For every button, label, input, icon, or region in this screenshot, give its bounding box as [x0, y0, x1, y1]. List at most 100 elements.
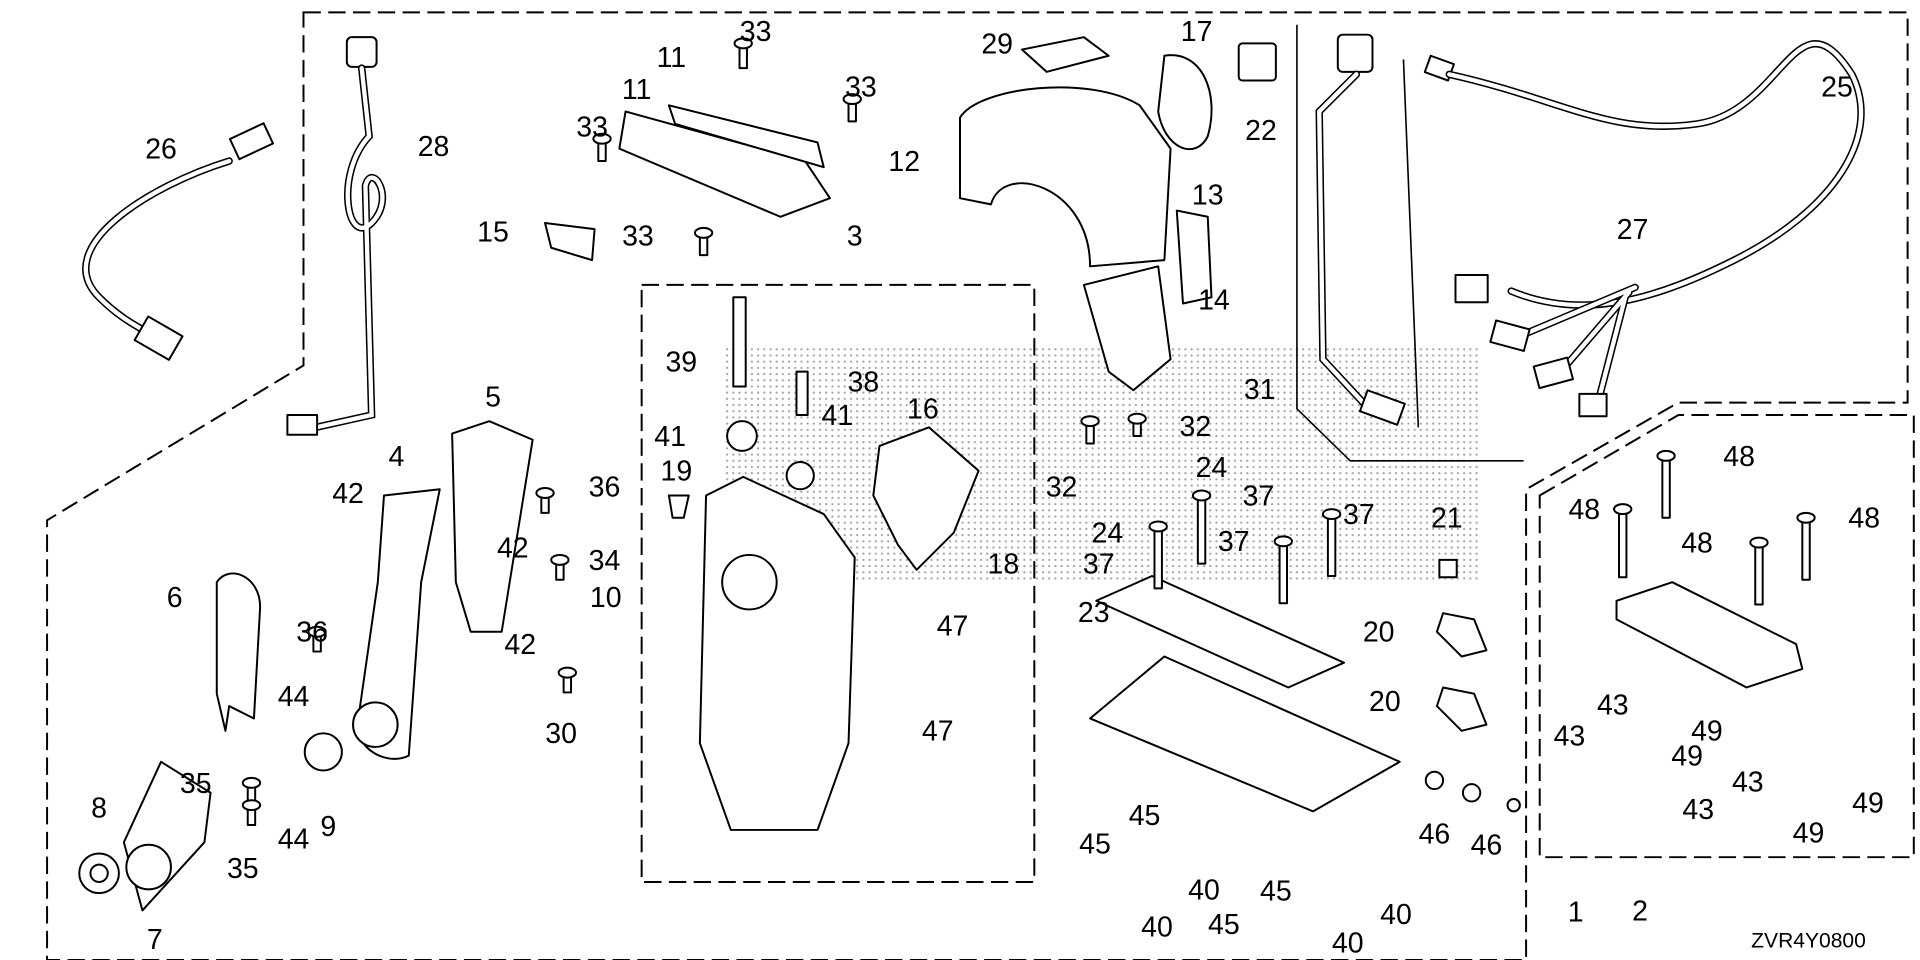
wire-harness-26	[82, 122, 275, 361]
callout-49: 49	[1691, 716, 1723, 748]
bolt	[1153, 525, 1163, 590]
callout-6: 6	[167, 582, 183, 614]
callout-37: 37	[1218, 526, 1250, 558]
callout-46: 46	[1419, 819, 1451, 851]
callout-49: 49	[1852, 788, 1884, 820]
bolt-head	[535, 487, 555, 499]
callout-24: 24	[1092, 518, 1124, 550]
bolt-head	[1656, 449, 1676, 462]
callout-28: 28	[418, 131, 450, 163]
callout-37: 37	[1243, 480, 1275, 512]
callout-45: 45	[1208, 909, 1240, 941]
callout-33: 33	[622, 220, 654, 252]
bolt-head	[1148, 520, 1168, 533]
bolt-head	[1321, 508, 1342, 521]
callout-11: 11	[657, 42, 687, 74]
bolt	[1754, 541, 1764, 606]
callout-48: 48	[1848, 503, 1880, 535]
bolt-head	[550, 553, 570, 566]
bolt	[1618, 508, 1628, 579]
fasteners	[241, 37, 1816, 826]
bolt	[1801, 516, 1811, 581]
callout-41: 41	[822, 400, 854, 432]
bolt-head	[241, 776, 262, 789]
bolt-head	[1273, 535, 1293, 548]
bolt	[1278, 540, 1289, 605]
bolt-head	[1080, 415, 1100, 428]
callout-26: 26	[145, 134, 177, 166]
callout-25: 25	[1821, 72, 1853, 104]
bolt-head	[241, 799, 262, 812]
callout-9: 9	[320, 811, 336, 843]
callout-33: 33	[576, 111, 608, 143]
callout-44: 44	[278, 824, 310, 856]
callout-46: 46	[1471, 830, 1503, 862]
callout-18: 18	[988, 549, 1020, 581]
callout-8: 8	[91, 793, 107, 825]
callout-35: 35	[227, 853, 259, 885]
callout-21: 21	[1431, 503, 1463, 535]
callout-29: 29	[981, 28, 1013, 60]
callout-24: 24	[1196, 452, 1228, 484]
callout-48: 48	[1568, 494, 1600, 526]
bolt-head	[733, 37, 753, 50]
callout-47: 47	[922, 716, 954, 748]
bolt-head	[592, 132, 612, 145]
callout-5: 5	[485, 381, 501, 413]
callout-14: 14	[1198, 285, 1230, 317]
bolt	[1661, 454, 1671, 519]
callout-44: 44	[278, 681, 310, 713]
callout-45: 45	[1079, 828, 1111, 860]
callout-48: 48	[1723, 441, 1755, 473]
callout-43: 43	[1682, 794, 1714, 826]
bolt-head	[557, 666, 577, 679]
callout-42: 42	[504, 629, 536, 661]
group-2-boundary	[1538, 413, 1915, 859]
callout-40: 40	[1380, 899, 1412, 931]
callout-4: 4	[388, 441, 404, 473]
harness-boundary	[1296, 24, 1524, 462]
callout-23: 23	[1078, 597, 1110, 629]
callout-31: 31	[1244, 374, 1276, 406]
callout-34: 34	[589, 545, 621, 577]
callout-39: 39	[665, 347, 697, 379]
callout-1: 1	[1568, 897, 1584, 929]
callout-48: 48	[1681, 527, 1713, 559]
callout-43: 43	[1597, 690, 1629, 722]
diagram-code: ZVR4Y0800	[1751, 930, 1866, 953]
bolt-head	[693, 226, 714, 239]
bolt-head	[1127, 412, 1147, 425]
callout-35: 35	[180, 768, 212, 800]
callout-11: 11	[622, 74, 652, 106]
callout-3: 3	[847, 220, 863, 252]
callout-36: 36	[589, 472, 621, 504]
bolt-head	[1191, 489, 1212, 502]
callout-32: 32	[1046, 472, 1078, 504]
bolt-head	[1749, 536, 1769, 549]
bolt-head	[842, 93, 862, 106]
bolt-head	[1796, 511, 1816, 524]
callout-15: 15	[477, 217, 509, 249]
callout-43: 43	[1732, 767, 1764, 799]
callout-40: 40	[1332, 928, 1364, 960]
callout-13: 13	[1192, 179, 1224, 211]
wire-harness-27	[1315, 33, 1406, 426]
callout-42: 42	[497, 532, 529, 564]
callout-40: 40	[1141, 911, 1173, 943]
callout-37: 37	[1083, 549, 1115, 581]
watermark	[724, 346, 1481, 583]
callout-22: 22	[1245, 115, 1277, 147]
callout-16: 16	[907, 394, 939, 426]
callout-2: 2	[1632, 895, 1648, 927]
callout-42: 42	[332, 478, 364, 510]
callout-17: 17	[1181, 16, 1213, 48]
callout-49: 49	[1671, 741, 1703, 773]
callout-43: 43	[1554, 721, 1586, 753]
callout-45: 45	[1129, 800, 1161, 832]
bolt-head	[1613, 503, 1633, 516]
bolt	[1196, 494, 1207, 565]
group-1-boundary	[46, 11, 1909, 960]
callout-20: 20	[1369, 686, 1401, 718]
bolt	[1326, 513, 1337, 577]
